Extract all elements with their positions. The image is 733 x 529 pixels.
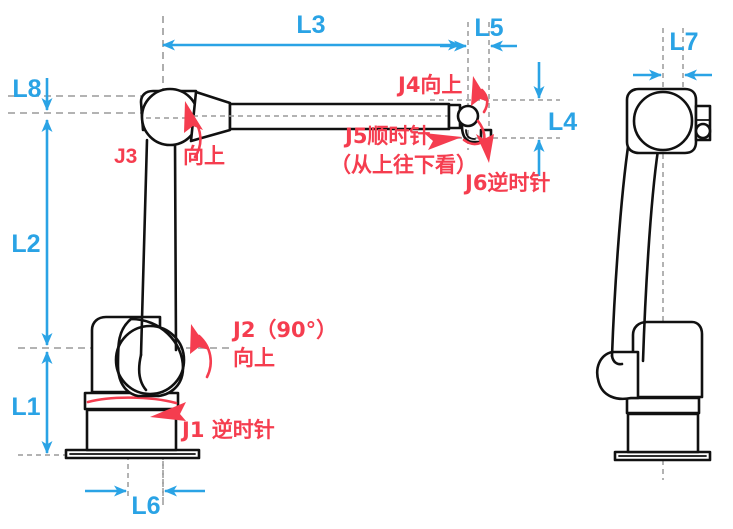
j2-arrow-head bbox=[190, 324, 209, 354]
dimension-L4-label: L4 bbox=[548, 108, 577, 136]
j1-rotation-seam bbox=[86, 396, 178, 405]
j3-arrow-head bbox=[184, 101, 203, 133]
annotation-J4: J4向上 bbox=[396, 73, 489, 114]
side-base-cylinder bbox=[626, 412, 700, 454]
dimension-L2-label: L2 bbox=[11, 230, 40, 258]
annotation-J3-label: J3 bbox=[114, 145, 137, 168]
robot-j6-inner-line bbox=[465, 129, 476, 140]
robot-j5-circle bbox=[456, 104, 480, 128]
dimension-L1: L1 bbox=[11, 351, 53, 454]
annotation-J5-label-line1: J5顺时针 bbox=[343, 124, 430, 148]
annotation-J5-label-line2: （从上往下看） bbox=[330, 153, 477, 177]
dimension-L3: L3 bbox=[162, 11, 461, 51]
annotation-J4-label: J4向上 bbox=[396, 73, 462, 97]
side-j3-circle bbox=[632, 90, 694, 152]
annotation-J2-label-line1: J2（90°） bbox=[231, 318, 337, 342]
dimension-L8-label: L8 bbox=[12, 75, 41, 103]
annotation-J2: J2（90°） 向上 bbox=[190, 318, 337, 379]
side-shoulder-housing bbox=[631, 320, 704, 399]
annotation-J3: J3 向上 bbox=[114, 101, 225, 168]
dimension-L5: L5 bbox=[440, 14, 517, 52]
robot-j6-wrist-arm bbox=[460, 124, 486, 144]
robot-j2-circle bbox=[114, 324, 186, 396]
j5-arrow-head bbox=[424, 133, 462, 150]
side-flange-circle bbox=[694, 122, 712, 140]
j6-arrow-head bbox=[476, 134, 494, 163]
dimension-L5-label: L5 bbox=[474, 14, 503, 42]
front-elevation-robot bbox=[64, 87, 493, 460]
robot-upperarm-right-edge bbox=[173, 138, 178, 352]
dimension-L1-label: L1 bbox=[11, 393, 40, 421]
annotation-J2-label-line2: 向上 bbox=[233, 346, 275, 370]
dimension-L3-label: L3 bbox=[296, 11, 325, 39]
dimension-L7-label: L7 bbox=[669, 28, 698, 56]
j2-rotation-arc bbox=[197, 334, 213, 379]
annotation-J1-label: J1 逆时针 bbox=[180, 418, 275, 442]
side-upperarm-bottom-cap bbox=[610, 354, 624, 366]
annotation-J1: J1 逆时针 bbox=[150, 402, 275, 442]
dimension-L2: L2 bbox=[11, 119, 53, 346]
robot-upperarm-left-edge bbox=[139, 138, 149, 357]
j4-arrow-head bbox=[471, 76, 489, 106]
dimension-L6-label: L6 bbox=[131, 492, 160, 520]
annotation-J6-label: J6逆时针 bbox=[463, 171, 550, 195]
j1-arrow-head bbox=[150, 402, 186, 421]
dimension-L6: L6 bbox=[85, 485, 205, 520]
dimension-L4: L4 bbox=[533, 62, 577, 176]
robot-upperarm-lower-left bbox=[137, 353, 148, 392]
annotation-J6: J6逆时针 bbox=[463, 119, 550, 195]
side-base-ring bbox=[625, 396, 701, 415]
annotation-J3-direction-label: 向上 bbox=[183, 144, 225, 168]
robot-j4-block bbox=[447, 103, 462, 130]
side-shoulder-bulge bbox=[595, 350, 640, 401]
dimension-L7: L7 bbox=[633, 28, 712, 81]
annotation-J5: J5顺时针 （从上往下看） bbox=[330, 124, 487, 177]
dimension-L8: L8 bbox=[12, 75, 53, 111]
side-elevation-robot bbox=[595, 87, 712, 462]
